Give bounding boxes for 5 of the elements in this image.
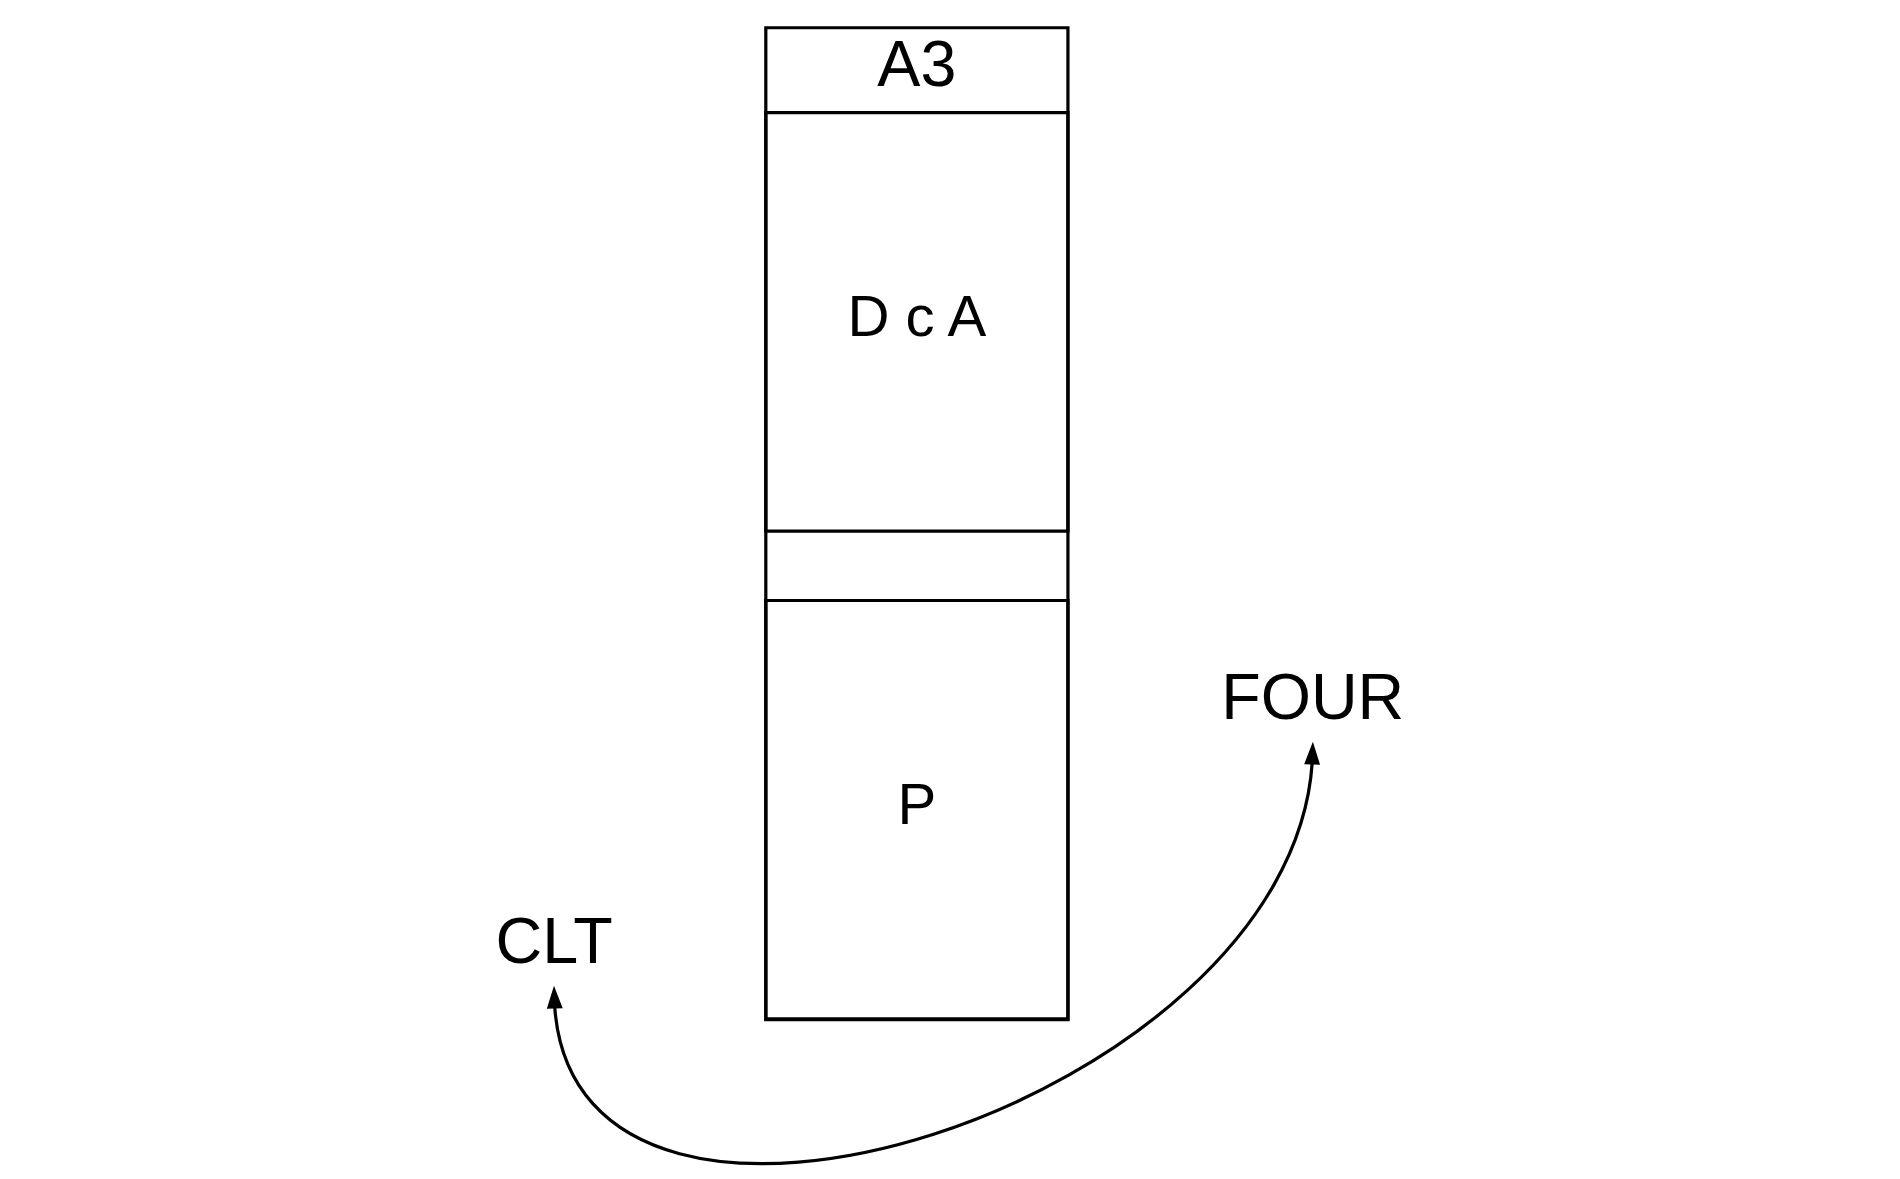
node-box: D c A	[764, 110, 1070, 533]
node-text: CLT	[495, 905, 613, 978]
node-text: FOUR	[1221, 661, 1405, 734]
node-box: P	[764, 598, 1070, 1021]
arrow	[546, 741, 1321, 1165]
